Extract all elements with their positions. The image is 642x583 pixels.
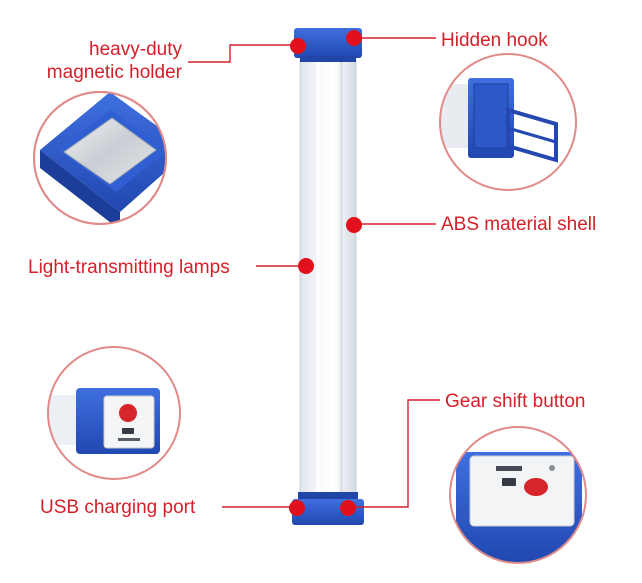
label-lamps: Light-transmitting lamps (28, 257, 230, 278)
label-usb-port: USB charging port (40, 497, 196, 518)
callout-dot-hook (346, 30, 362, 46)
callout-dot-lamps (298, 258, 314, 274)
label-abs-shell: ABS material shell (441, 214, 597, 235)
detail-gear-circle (449, 426, 587, 564)
callout-dot-gear (340, 500, 356, 516)
callout-dot-shell (346, 217, 362, 233)
label-magnetic-line2: magnetic holder (46, 62, 182, 83)
callout-dot-usb (289, 500, 305, 516)
detail-usb-circle (47, 346, 181, 480)
top-end-cap (294, 28, 362, 62)
label-gear-button: Gear shift button (445, 391, 586, 412)
label-hidden-hook: Hidden hook (441, 30, 548, 51)
detail-magnet-circle (33, 91, 167, 225)
label-magnetic-line1: heavy-duty (89, 39, 182, 60)
detail-hook-circle (439, 53, 577, 191)
callout-dot-magnet (290, 38, 306, 54)
